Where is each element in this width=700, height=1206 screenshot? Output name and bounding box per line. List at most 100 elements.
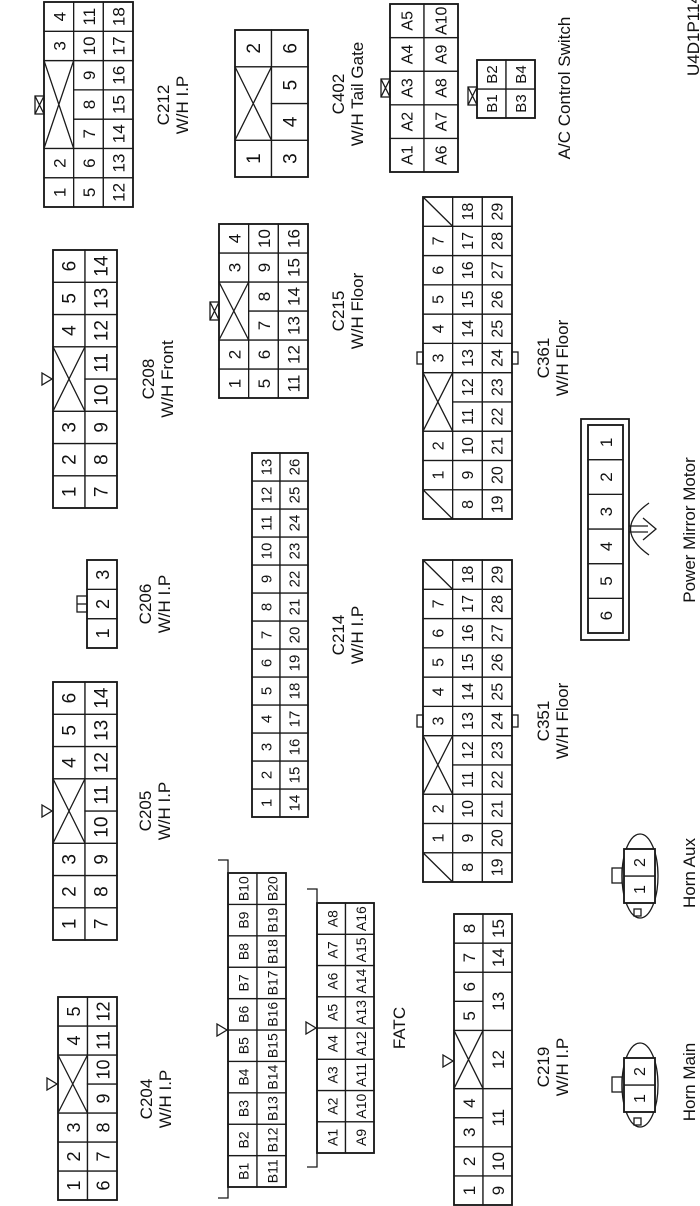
connector-block: 123 — [76, 559, 118, 649]
pin-number: 28 — [490, 595, 507, 613]
pin-number: 10 — [80, 36, 99, 55]
pin-number: 1 — [64, 1180, 84, 1190]
pin-number: 1 — [632, 885, 649, 894]
pin-number: 25 — [287, 487, 304, 504]
pin-number: 12 — [110, 183, 129, 202]
pin-number: A7 — [324, 941, 340, 958]
lock-box-icon — [467, 86, 478, 106]
pin-number: B3 — [513, 94, 530, 112]
connector-outline — [251, 452, 309, 818]
pin-number: 12 — [460, 741, 477, 759]
blocked-cross-icon — [52, 346, 86, 412]
connector-id-label: C351 — [534, 701, 553, 742]
pin-number: A16 — [353, 906, 369, 931]
pin-number: 7 — [92, 487, 113, 498]
pin-number: 2 — [259, 771, 276, 779]
pin-number: 25 — [490, 320, 507, 338]
pin-number: 24 — [287, 515, 304, 532]
pin-number: B10 — [236, 876, 252, 901]
pin-number: 7 — [430, 599, 447, 608]
connector-id-label: C361 — [534, 338, 553, 379]
unused-slash-icon — [422, 559, 454, 590]
pin-number: A9 — [434, 45, 451, 65]
pin-number: 26 — [287, 459, 304, 476]
pin-number: 14 — [92, 687, 113, 709]
pin-number: 2 — [93, 599, 113, 609]
side-tab-icon — [511, 351, 519, 365]
pin-number: 13 — [489, 992, 508, 1011]
connector-block: 1234567891011121314151617181920212223242… — [416, 196, 519, 520]
pin-number: B6 — [236, 1006, 252, 1023]
side-tab-icon — [416, 714, 424, 728]
pin-number: 12 — [92, 752, 113, 773]
pin-number: 23 — [490, 378, 507, 396]
pin-number: 16 — [285, 229, 304, 248]
pin-number: 29 — [490, 203, 507, 221]
pin-number: 2 — [244, 43, 265, 54]
pin-number: 15 — [110, 95, 129, 114]
pin-number: 1 — [93, 628, 113, 638]
pin-number: 23 — [490, 741, 507, 759]
pin-number: 11 — [285, 375, 304, 393]
harness-label: W/H Front — [158, 340, 177, 418]
pin-number: 1 — [50, 188, 69, 197]
blocked-cross-icon — [43, 60, 75, 149]
pin-number: 21 — [490, 437, 507, 455]
pin-number: B9 — [236, 911, 252, 928]
pin-number: B20 — [265, 876, 281, 901]
pin-number: 16 — [460, 624, 477, 642]
pin-number: 14 — [92, 255, 113, 277]
pin-number: 4 — [64, 1035, 84, 1045]
connector-outline — [453, 913, 513, 1206]
pin-number: B18 — [265, 939, 281, 964]
pin-number: B4 — [236, 1068, 252, 1085]
harness-label: W/H Floor — [553, 682, 572, 759]
pin-number: 14 — [285, 287, 304, 306]
pin-number: 16 — [460, 261, 477, 279]
pin-number: A6 — [324, 972, 340, 989]
pin-number: 8 — [255, 292, 274, 301]
lock-box-icon — [209, 301, 220, 321]
pin-number: 8 — [259, 603, 276, 611]
pin-number: 8 — [80, 100, 99, 109]
pin-number: 14 — [110, 124, 129, 143]
pin-number: 1 — [259, 799, 276, 807]
blocked-cross-icon — [52, 778, 86, 844]
pin-number: 2 — [632, 1067, 649, 1076]
pin-number: 5 — [255, 379, 274, 388]
side-tab-icon — [416, 351, 424, 365]
pin-number: 15 — [285, 258, 304, 277]
pin-number: 1 — [430, 471, 447, 480]
pin-number: 12 — [489, 1050, 508, 1069]
lock-latch-icon — [216, 1022, 229, 1038]
pin-number: 7 — [430, 236, 447, 245]
pin-number: 15 — [460, 653, 477, 671]
connector-block: B1B2B3B4B5B6B7B8B9B10B11B12B13B14B15B16B… — [216, 859, 287, 1199]
blocked-cross-icon — [57, 1054, 89, 1114]
pin-number: 29 — [490, 566, 507, 584]
pin-number: 1 — [430, 834, 447, 843]
component-label: A/C Control Switch — [555, 17, 574, 160]
pin-number: 5 — [460, 1011, 479, 1020]
pin-number: 22 — [490, 771, 507, 789]
pin-number: 6 — [255, 350, 274, 359]
lock-latch-icon — [305, 1020, 318, 1036]
pin-number: 2 — [430, 441, 447, 450]
connector-id-label: C214 — [329, 615, 348, 656]
diagram-code: U4D1P114 — [684, 0, 700, 76]
blocked-cross-icon — [422, 735, 454, 795]
pin-number: 18 — [460, 566, 477, 584]
pin-number: A3 — [324, 1066, 340, 1083]
pin-number: B1 — [236, 1163, 252, 1180]
pin-number: 11 — [93, 1031, 113, 1050]
pin-number: 10 — [489, 1152, 508, 1171]
